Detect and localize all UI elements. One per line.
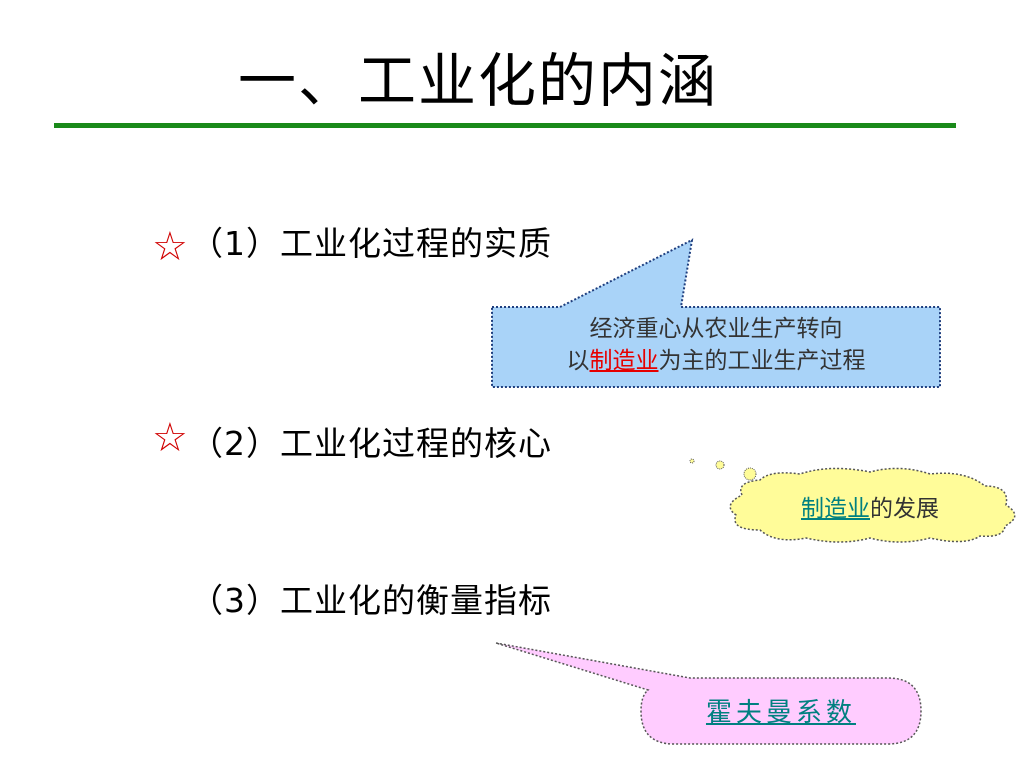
essence-callout: 经济重心从农业生产转向 以制造业为主的工业生产过程	[492, 313, 940, 377]
essence-prefix: 以	[566, 348, 590, 374]
manufacturing-development-link[interactable]: 制造业	[801, 496, 870, 522]
indicator-callout: 霍夫曼系数	[640, 697, 922, 729]
core-callout-cloud	[729, 467, 1016, 543]
star-icon: ☆	[152, 415, 188, 461]
title-divider	[54, 123, 956, 128]
item-essence: （1）工业化过程的实质	[190, 224, 552, 263]
star-icon: ☆	[152, 224, 188, 270]
indicator-callout-shape	[495, 642, 922, 745]
item-indicator: （3）工业化的衡量指标	[190, 581, 552, 620]
thought-dot	[715, 460, 725, 470]
manufacturing-link[interactable]: 制造业	[589, 348, 659, 374]
thought-dot	[743, 467, 757, 481]
essence-callout-line2: 以制造业为主的工业生产过程	[492, 345, 940, 377]
essence-callout-line1: 经济重心从农业生产转向	[589, 316, 843, 342]
core-suffix: 的发展	[870, 496, 939, 522]
essence-callout-shape	[491, 238, 941, 388]
item-core: （2）工业化过程的核心	[190, 424, 552, 463]
core-callout: 制造业的发展	[720, 493, 1020, 525]
thought-dot	[689, 458, 695, 464]
page-title: 一、工业化的内涵	[238, 47, 719, 115]
essence-suffix: 为主的工业生产过程	[658, 348, 866, 374]
hoffmann-coefficient-link[interactable]: 霍夫曼系数	[705, 698, 856, 728]
